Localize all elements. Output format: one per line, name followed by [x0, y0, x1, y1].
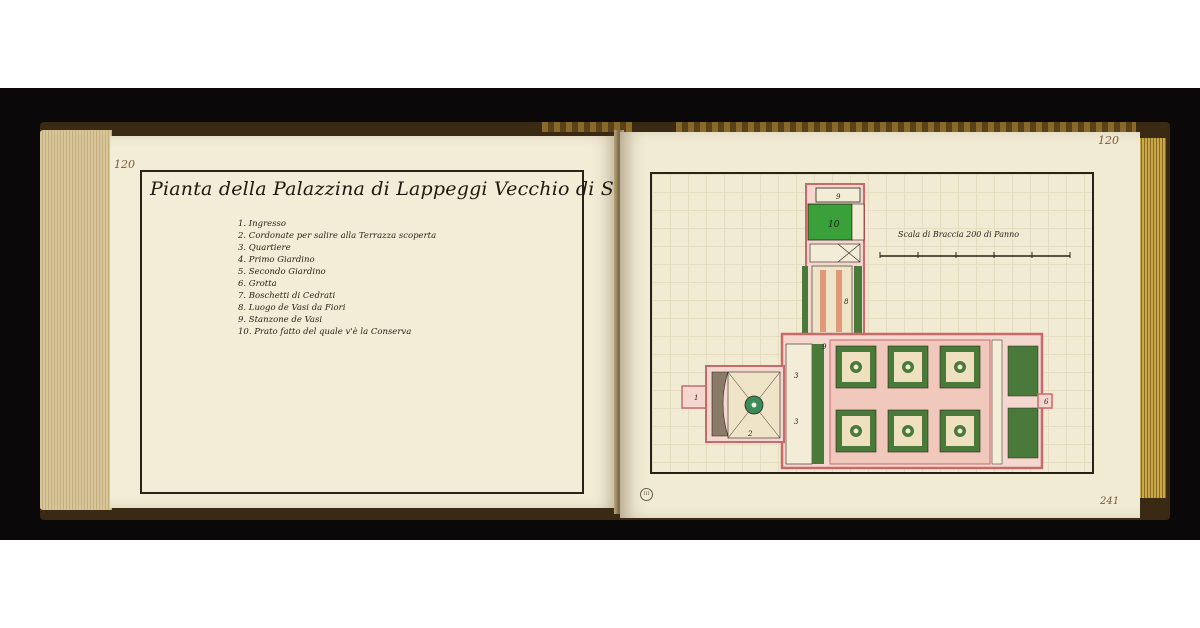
- plan-number: 2: [747, 430, 753, 438]
- plan-number: 10: [828, 220, 840, 230]
- legend-item: 1. Ingresso: [238, 219, 287, 229]
- plan-number: 3: [794, 418, 799, 426]
- right-page-stack: [1136, 138, 1166, 498]
- plan-number: 3: [794, 372, 799, 380]
- folio-number-bottom: 241: [1100, 496, 1120, 507]
- title-frame: Pianta della Palazzina di Lappeggi Vecch…: [140, 170, 660, 494]
- page-title: Pianta della Palazzina di Lappeggi Vecch…: [150, 178, 661, 200]
- legend-item: 3. Quartiere: [238, 243, 291, 253]
- plan-number: 1: [694, 394, 698, 402]
- left-page-stack: [40, 130, 112, 510]
- legend-item: 4. Primo Giardino: [238, 255, 315, 265]
- legend-item: 7. Boschetti di Cedrati: [238, 291, 336, 301]
- scale-bar: [879, 252, 1071, 258]
- north-wing: [802, 183, 865, 355]
- left-page: 120 Pianta della Palazzina di Lappeggi V…: [110, 136, 660, 508]
- plan-number: 8: [844, 298, 849, 306]
- plan-number: 6: [1044, 398, 1049, 406]
- gilt-edge: [676, 122, 1136, 132]
- ribbon-bookmark: [542, 122, 632, 132]
- open-manuscript-book: 120 Pianta della Palazzina di Lappeggi V…: [36, 118, 1172, 520]
- right-page: 120 241 III Scala di Braccia 200 di Pann…: [620, 132, 1140, 518]
- plan-frame: Scala di Braccia 200 di Panno: [650, 172, 1094, 474]
- legend-item: 10. Prato fatto del quale v'è la Conserv…: [238, 327, 412, 337]
- book-gutter: [614, 130, 624, 514]
- west-entrance: [681, 365, 785, 443]
- plan-legend: 1. Ingresso 2. Cordonate per salire alla…: [238, 218, 436, 338]
- library-stamp: III: [640, 488, 653, 501]
- plan-number: 9: [836, 193, 841, 201]
- folio-number-left: 120: [114, 158, 135, 171]
- legend-item: 8. Luogo de Vasi da Fiori: [238, 303, 346, 313]
- floor-plan-drawing: 1 2 3 3 6 8 9 9 10: [681, 183, 1071, 470]
- folio-number-right: 120: [1098, 134, 1119, 147]
- parterre-grid: [835, 345, 981, 453]
- legend-item: 6. Grotta: [238, 279, 277, 289]
- legend-item: 9. Stanzone de Vasi: [238, 315, 323, 325]
- plan-number: 9: [822, 343, 827, 351]
- legend-item: 2. Cordonate per salire alla Terrazza sc…: [238, 231, 437, 241]
- legend-item: 5. Secondo Giardino: [238, 267, 326, 277]
- scale-label: Scala di Braccia 200 di Panno: [898, 230, 1020, 239]
